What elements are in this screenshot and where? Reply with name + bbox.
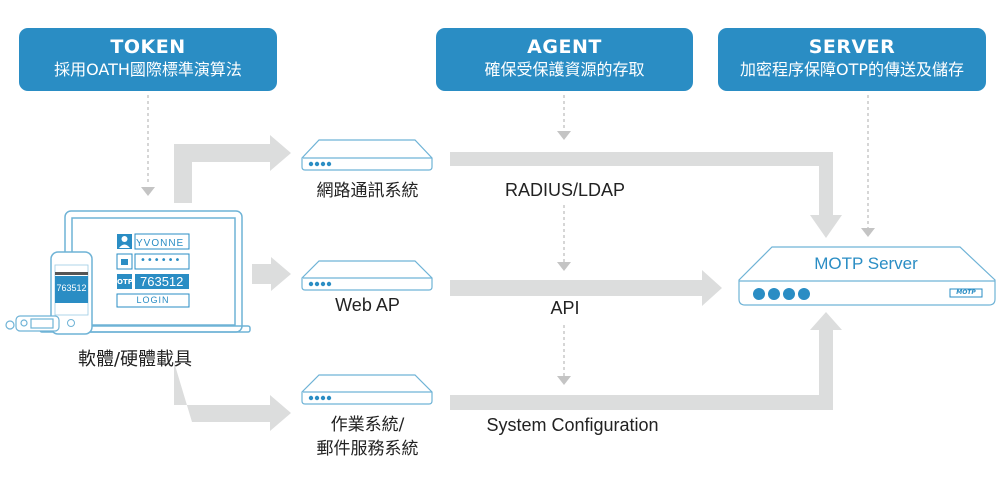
protocol-label-api: API: [550, 298, 580, 318]
otp-field: [135, 274, 189, 289]
system-label-os: 作業系統/ 郵件服務系統: [290, 413, 445, 461]
protocol-label-radius: RADIUS/LDAP: [504, 180, 626, 200]
agent-title: AGENT: [527, 36, 602, 58]
agent-header: AGENT 確保受保護資源的存取: [436, 28, 693, 91]
phone-icon: [50, 251, 93, 335]
system-label-os-line2: 郵件服務系統: [316, 439, 419, 459]
system-label-webap: Web AP: [335, 295, 400, 315]
server-down-arrowhead: [861, 228, 875, 237]
arrow-os-to-server: [450, 312, 842, 410]
system-label-os-line1: 作業系統/: [330, 415, 405, 435]
arrow-device-to-webap: [252, 257, 291, 291]
arrow-network-to-server: [450, 152, 842, 238]
otp-badge: OTP: [117, 278, 133, 286]
protocol-label-sysconfig: System Configuration: [486, 415, 659, 435]
agent-down-arrowhead-3: [557, 376, 571, 385]
motp-server-icon: [738, 246, 996, 306]
network-appliance-icon: [301, 139, 433, 171]
webap-appliance-icon: [301, 260, 433, 291]
arrow-device-to-network: [174, 135, 291, 203]
token-title: TOKEN: [110, 36, 186, 58]
otp-badge-bg: [117, 274, 132, 289]
server-title: SERVER: [808, 36, 896, 58]
token-down-arrowhead: [141, 187, 155, 196]
system-label-network: 網路通訊系統: [316, 181, 419, 201]
dotted-connectors: [147, 95, 869, 378]
agent-subtitle: 確保受保護資源的存取: [484, 60, 645, 79]
os-appliance-icon: [301, 374, 433, 405]
otp-value: 763512: [140, 274, 184, 289]
dotted-arrowheads: [141, 131, 875, 385]
arrow-webap-to-server: [450, 270, 722, 306]
device-label: 軟體/硬體載具: [77, 349, 193, 370]
login-button[interactable]: LOGIN: [136, 295, 170, 305]
hardware-token-icon: [5, 315, 60, 332]
agent-down-arrowhead-1: [557, 131, 571, 140]
agent-down-arrowhead-2: [557, 262, 571, 271]
token-header: TOKEN 採用OATH國際標準演算法: [19, 28, 277, 91]
password-mask: ••••••: [140, 255, 182, 266]
username-field: [134, 233, 190, 250]
motp-logo-icon: [949, 288, 983, 298]
arrow-device-to-os: [174, 362, 291, 431]
flow-arrows: [174, 135, 842, 431]
server-logo-text: MOTP: [956, 289, 976, 296]
username-value: YVONNE: [136, 238, 185, 249]
phone-otp-value: 763512: [56, 283, 87, 293]
token-subtitle: 採用OATH國際標準演算法: [54, 60, 242, 79]
login-button-frame: [116, 293, 190, 308]
password-field: [134, 253, 190, 270]
login-form: [116, 233, 190, 308]
server-header: SERVER 加密程序保障OTP的傳送及儲存: [718, 28, 986, 91]
server-subtitle: 加密程序保障OTP的傳送及儲存: [739, 60, 965, 79]
server-label: MOTP Server: [814, 254, 918, 273]
